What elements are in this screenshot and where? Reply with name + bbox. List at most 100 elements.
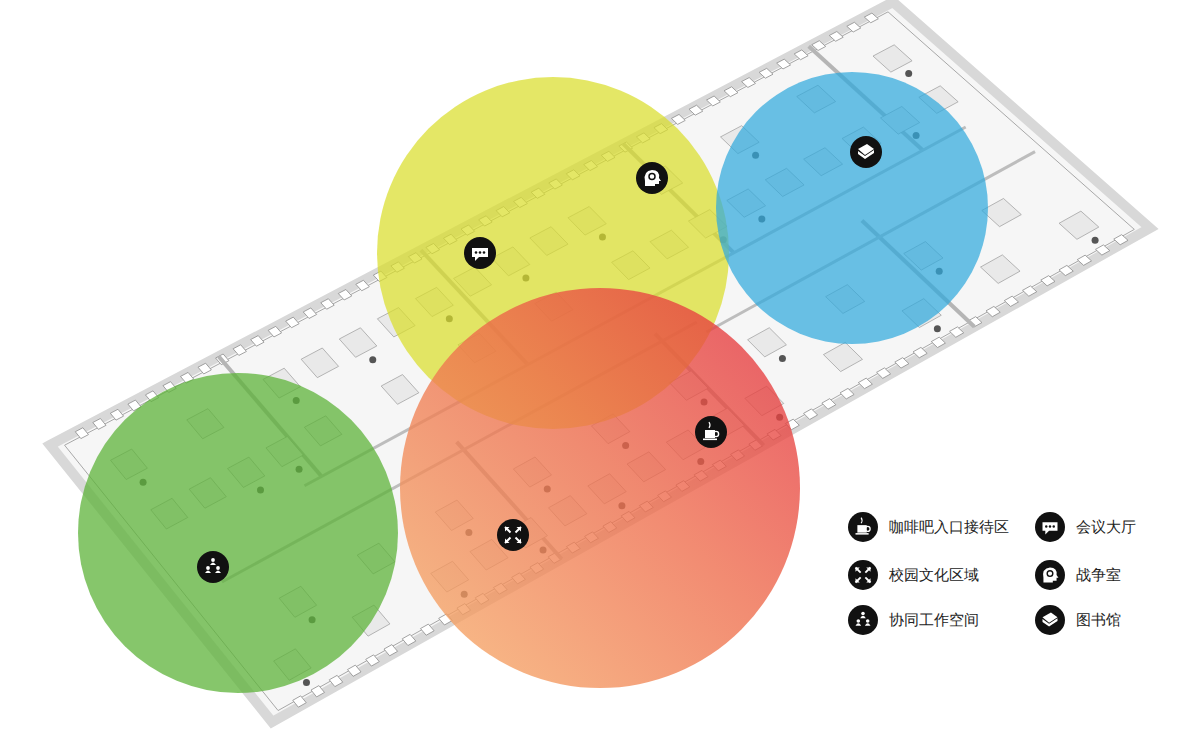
head-profile (645, 170, 661, 186)
window (931, 337, 945, 347)
window (347, 665, 361, 676)
speech-dot (1049, 525, 1051, 527)
speech-dot (1045, 525, 1047, 527)
window (742, 78, 756, 88)
outer-wall (50, 2, 1150, 722)
person-head (857, 619, 861, 623)
window (950, 327, 964, 337)
window (384, 645, 398, 656)
cup-handle (865, 526, 870, 531)
window (366, 655, 380, 666)
person-body (215, 571, 221, 574)
arrow-head (866, 578, 870, 582)
legend-label: 协同工作空间 (889, 610, 979, 630)
people-icon (197, 551, 229, 583)
icon-disc (497, 519, 529, 551)
legend-label: 校园文化区域 (889, 565, 979, 585)
outer-wall-edge (65, 12, 1135, 711)
icon-disc (848, 512, 878, 542)
window (233, 345, 246, 356)
icon-disc (848, 605, 878, 635)
book-icon (850, 136, 882, 168)
legend-label: 战争室 (1076, 565, 1121, 585)
chat-icon (1035, 512, 1065, 542)
arrow-shaft (865, 577, 870, 582)
steam (709, 422, 710, 428)
desk (301, 348, 338, 378)
floor-slab (50, 2, 1150, 722)
icon-disc (848, 560, 878, 590)
legend-icons (848, 512, 1065, 635)
window (858, 378, 872, 388)
saucer (856, 533, 869, 535)
window (268, 326, 281, 337)
head-icon (1035, 560, 1065, 590)
window (829, 32, 843, 42)
icon-disc (1035, 512, 1065, 542)
arrow-head (517, 539, 522, 544)
window (286, 317, 299, 328)
arrow-head (856, 568, 860, 572)
window (1023, 286, 1037, 296)
window (707, 96, 721, 106)
window (303, 308, 316, 319)
window (93, 419, 106, 430)
window (1059, 265, 1073, 275)
window (671, 114, 685, 124)
window (724, 87, 738, 97)
person-body (860, 616, 866, 618)
desk (873, 45, 912, 72)
speech-bubble (1043, 522, 1058, 534)
person-body (210, 563, 216, 566)
coworking-zone-circle (78, 373, 398, 693)
arrows-icon (497, 519, 529, 551)
arrow-head (505, 539, 510, 544)
book-icon (1035, 605, 1065, 635)
coffee-icon (848, 512, 878, 542)
library-zone-circle (716, 72, 988, 344)
window (759, 68, 773, 78)
arrow-shaft (516, 527, 522, 533)
window (1077, 255, 1091, 265)
legend-label: 咖啡吧入口接待区 (889, 517, 1009, 537)
speech-bubble (472, 248, 488, 261)
saucer (703, 439, 717, 441)
speech-dot (475, 251, 478, 254)
gear (649, 174, 655, 180)
building-plan (50, 2, 1150, 722)
chair (905, 70, 912, 77)
person-body (205, 571, 211, 574)
arrow-shaft (856, 577, 861, 582)
window (895, 358, 909, 368)
arrow-shaft (865, 568, 870, 573)
arrow-shaft (505, 538, 511, 544)
legend-label: 图书馆 (1076, 610, 1121, 630)
zone-circles (78, 72, 988, 693)
window (794, 50, 808, 60)
window (877, 368, 891, 378)
book-pages (1043, 618, 1058, 626)
icon-disc (464, 237, 496, 269)
arrow-head (517, 527, 522, 532)
head-profile (1043, 568, 1058, 583)
window (1096, 245, 1110, 255)
arrow-head (856, 578, 860, 582)
window (311, 686, 324, 697)
desk (1059, 211, 1099, 239)
window (356, 280, 369, 290)
icon-disc (636, 162, 668, 194)
chair (779, 355, 786, 362)
speech-dot (483, 251, 486, 254)
window (986, 306, 1000, 316)
gear (1047, 571, 1053, 577)
desk (381, 375, 419, 405)
people-icon (848, 605, 878, 635)
window (420, 624, 434, 635)
icon-disc (850, 136, 882, 168)
person-body (856, 623, 862, 625)
chair (934, 325, 941, 332)
icon-disc (1035, 605, 1065, 635)
person-head (211, 558, 215, 562)
window (1041, 276, 1055, 286)
